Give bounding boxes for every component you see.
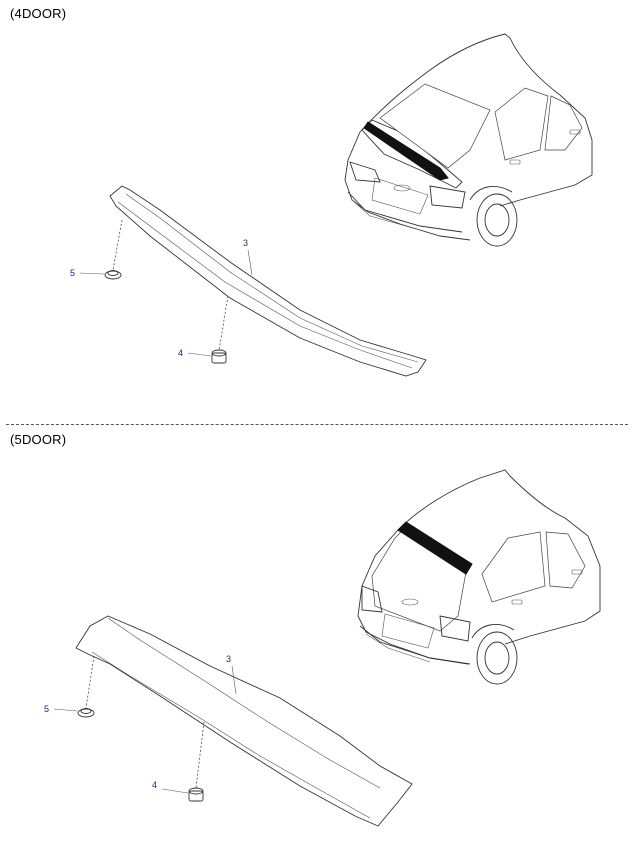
callout-4-5door: 4 (152, 780, 157, 790)
grommet-5-5door: 5 (44, 655, 95, 718)
grommet-5-4door: 5 (70, 219, 123, 280)
car-illustration-4door (344, 33, 593, 247)
car-illustration-5door (357, 469, 601, 685)
callout-3-5door: 3 (226, 654, 231, 664)
diagram-4door: 5 4 3 (70, 33, 593, 377)
nut-4-4door: 4 (178, 295, 229, 364)
section-title-4door: (4DOOR) (10, 6, 67, 21)
spoiler-callout-4door: 3 (243, 238, 253, 276)
section-divider (6, 424, 628, 425)
section-title-5door: (5DOOR) (10, 432, 67, 447)
panel-5door: (5DOOR) (0, 426, 633, 865)
rear-spoiler-5door (75, 615, 413, 827)
callout-3-4door: 3 (243, 238, 248, 248)
rear-spoiler-4door (109, 185, 427, 377)
callout-5-5door: 5 (44, 704, 49, 714)
callout-5-4door: 5 (70, 268, 75, 278)
spoiler-callout-5door: 3 (226, 654, 237, 695)
nut-4-5door: 4 (152, 721, 205, 802)
panel-4door: (4DOOR) (0, 0, 633, 424)
diagram-5door: 5 4 3 (44, 469, 601, 827)
callout-4-4door: 4 (178, 348, 183, 358)
